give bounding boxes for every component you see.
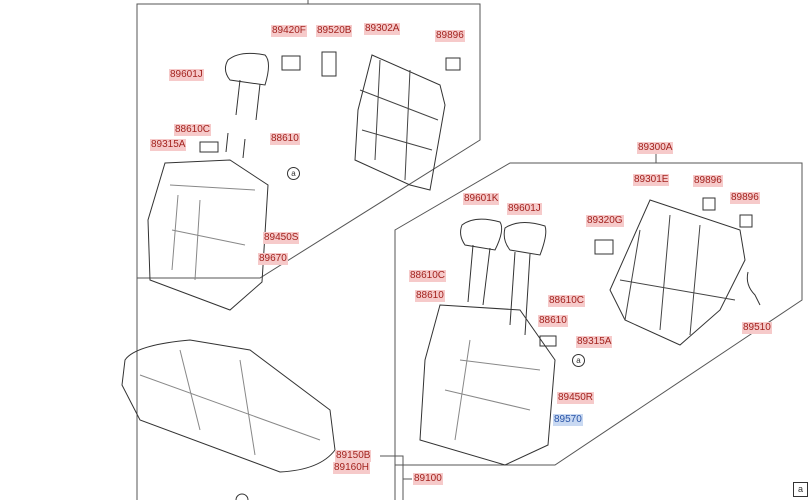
part-label-88610c-2[interactable]: 88610C [548,295,586,307]
part-label-89300a[interactable]: 89300A [637,142,674,154]
part-label-89520b[interactable]: 89520B [316,25,353,37]
upper-left-frame [136,3,481,500]
seat-frame-upper [354,54,446,191]
part-label-88610[interactable]: 88610 [270,133,300,145]
part-label-89896-2[interactable]: 89896 [730,192,760,204]
part-label-89420f[interactable]: 89420F [271,25,307,37]
part-label-89510[interactable]: 89510 [742,322,772,334]
part-label-89150b[interactable]: 89150B [335,450,372,462]
part-label-88610c[interactable]: 88610C [174,124,212,136]
part-label-89302a[interactable]: 89302A [364,23,401,35]
seat-frame-right [609,199,746,346]
headrest-left [224,52,269,86]
part-label-89315a[interactable]: 89315A [150,139,187,151]
part-label-89896[interactable]: 89896 [435,30,465,42]
part-label-89301e[interactable]: 89301E [633,174,670,186]
part-label-89601k[interactable]: 89601K [463,193,500,205]
part-label-89100[interactable]: 89100 [413,473,443,485]
right-frame [394,162,803,500]
headrest-right-1 [460,218,503,251]
part-label-89570-highlighted[interactable]: 89570 [553,414,583,426]
part-label-89896[interactable]: 89896 [693,175,723,187]
part-label-88610[interactable]: 88610 [415,290,445,302]
cushion-bracket [380,455,404,500]
part-label-89450s[interactable]: 89450S [263,232,300,244]
part-label-89670[interactable]: 89670 [258,253,288,265]
part-label-89601j[interactable]: 89601J [507,203,542,215]
part-label-89320g[interactable]: 89320G [586,215,624,227]
part-label-89450r[interactable]: 89450R [557,392,595,404]
part-label-89601j[interactable]: 89601J [169,69,204,81]
headrest-right-2 [503,222,547,256]
part-label-88610c[interactable]: 88610C [409,270,447,282]
part-label-89315a[interactable]: 89315A [576,336,613,348]
ref-marker-a: a [287,167,300,180]
part-label-88610-2[interactable]: 88610 [538,315,568,327]
seat-cushion [121,339,336,473]
seatback-left [147,159,269,311]
part-label-89160h[interactable]: 89160H [333,462,371,474]
corner-marker-a: a [793,482,808,497]
ref-marker-a: a [572,354,585,367]
seatback-right [419,304,556,466]
